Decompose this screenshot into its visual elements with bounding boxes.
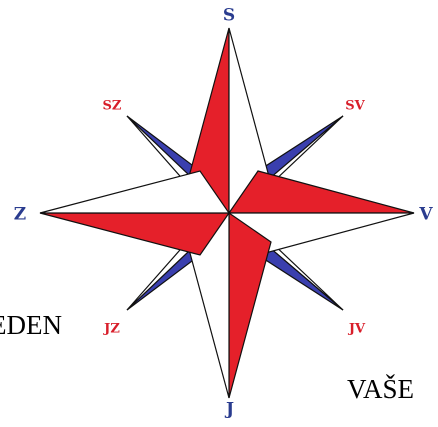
label-northwest: SZ (103, 99, 122, 114)
point-east-half-a (229, 171, 414, 213)
slide-text-fragment-1: EDEN (0, 312, 62, 339)
label-north: S (223, 6, 235, 26)
point-west-half-b (40, 171, 229, 213)
label-east: V (418, 205, 433, 225)
label-south: J (224, 400, 234, 420)
cardinal-points (40, 28, 414, 398)
slide-text-fragment-2: VAŠE (347, 376, 414, 403)
label-southeast: JV (348, 322, 366, 337)
label-southwest: JZ (103, 322, 120, 337)
label-west: Z (14, 205, 26, 225)
label-northeast: SV (345, 99, 365, 114)
point-south-half-a (229, 213, 271, 398)
point-west-half-a (40, 213, 229, 255)
